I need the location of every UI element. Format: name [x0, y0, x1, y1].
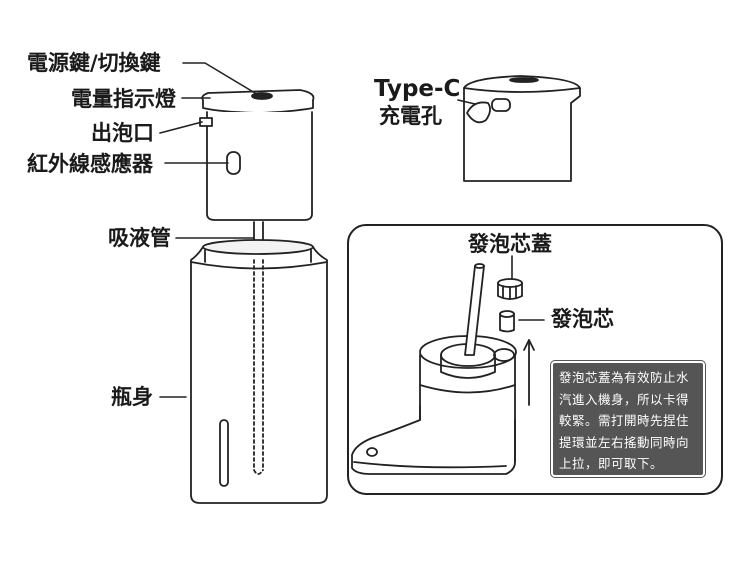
up-arrow	[524, 340, 534, 405]
label-foam-outlet: 出泡口	[91, 121, 154, 145]
foam-core-part	[500, 311, 514, 332]
label-power-switch: 電源鍵/切換鍵	[27, 51, 161, 75]
label-bottle: 瓶身	[111, 385, 153, 409]
label-typec: Type-C	[374, 77, 460, 101]
foam-core-cap-part	[498, 279, 522, 299]
instruction-note: 發泡芯蓋為有效防止水汽進入機身，所以卡得較緊。需打開時先捏住提環並左右搖動同時向…	[551, 361, 705, 477]
suction-tube	[254, 222, 263, 474]
label-battery-indicator: 電量指示燈	[71, 87, 176, 111]
label-ir-sensor: 紅外線感應器	[27, 152, 153, 176]
dispenser-head	[200, 90, 313, 220]
typec-head-view	[464, 76, 580, 181]
label-foam-core-cap: 發泡芯蓋	[468, 232, 552, 256]
label-typec-port: 充電孔	[379, 104, 442, 128]
label-foam-core: 發泡芯	[551, 307, 614, 331]
inset-base	[352, 336, 516, 474]
bottle-body	[191, 240, 327, 503]
label-suction-tube: 吸液管	[108, 226, 171, 250]
